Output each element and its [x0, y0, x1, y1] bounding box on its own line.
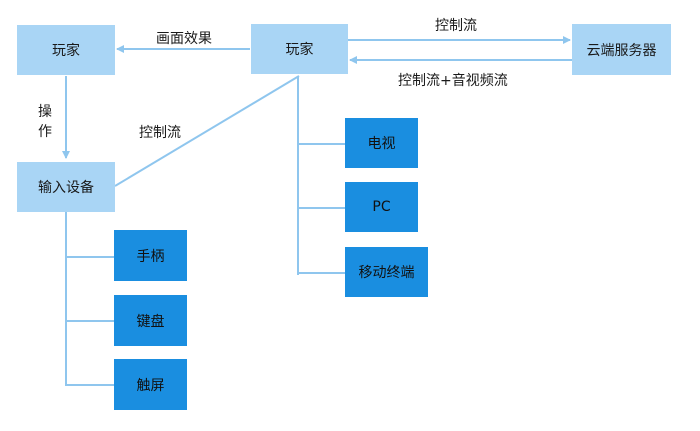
- label-control-av-stream: 控制流+音视频流: [398, 73, 508, 89]
- line-input-to-player: [114, 75, 300, 187]
- node-keyboard: 键盘: [114, 295, 187, 346]
- node-pc: PC: [345, 182, 418, 232]
- label-operation-char-2: 作: [38, 124, 52, 140]
- node-tv: 电视: [345, 118, 418, 168]
- label-operation: 操 作: [38, 102, 54, 142]
- node-mobile: 移动终端: [345, 247, 428, 297]
- label-control-stream-left: 控制流: [139, 125, 181, 141]
- node-gamepad: 手柄: [114, 230, 187, 281]
- node-touchscreen: 触屏: [114, 359, 187, 410]
- node-cloud-server: 云端服务器: [572, 24, 671, 75]
- node-player-left: 玩家: [17, 25, 115, 75]
- node-player-center: 玩家: [251, 24, 348, 74]
- label-operation-char-1: 操: [38, 104, 52, 120]
- label-control-stream-top: 控制流: [435, 18, 477, 34]
- label-picture-effect: 画面效果: [156, 31, 212, 47]
- node-input-device: 输入设备: [17, 162, 115, 212]
